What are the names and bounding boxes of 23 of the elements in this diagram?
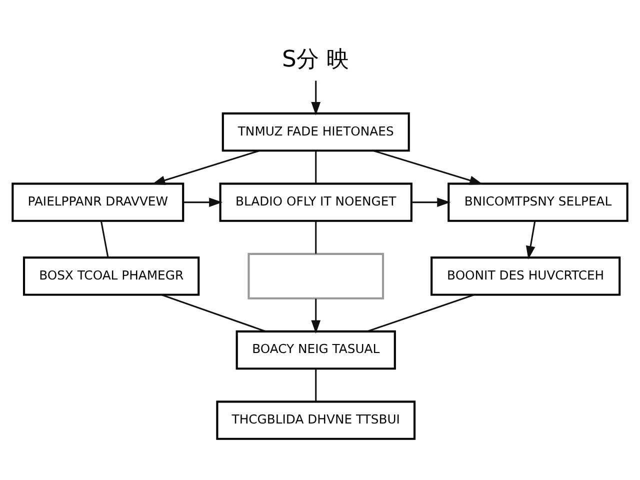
node-box: BOONIT DES HUVCRTCEH bbox=[430, 256, 621, 296]
arrow bbox=[183, 198, 223, 207]
connector bbox=[315, 368, 317, 402]
node-box: PAIELPPANR DRAVVEW bbox=[12, 182, 184, 222]
node-text: S分 映 bbox=[282, 46, 350, 73]
node-box: BLADIO OFLY IT NOENGET bbox=[219, 182, 412, 222]
arrow bbox=[412, 198, 451, 207]
connector bbox=[315, 151, 317, 184]
arrow bbox=[311, 80, 321, 116]
connector bbox=[367, 294, 475, 332]
node-box bbox=[248, 252, 384, 300]
arrow bbox=[373, 150, 483, 185]
connector bbox=[100, 220, 109, 258]
node-box: THCGBLIDA DHVNE TTSBUI bbox=[216, 400, 416, 440]
node-box: BNICOMTPSNY SELPEAL bbox=[448, 182, 628, 222]
connector bbox=[315, 221, 317, 254]
connector bbox=[161, 294, 266, 332]
node-box: BOACY NEIG TASUAL bbox=[236, 330, 396, 370]
arrow bbox=[311, 298, 321, 334]
arrow bbox=[152, 150, 260, 185]
node-box: TNMUZ FADE HIETONAES bbox=[222, 112, 410, 152]
node-box: BOSX TCOAL PHAMEGR bbox=[23, 256, 200, 296]
arrow bbox=[526, 220, 536, 260]
